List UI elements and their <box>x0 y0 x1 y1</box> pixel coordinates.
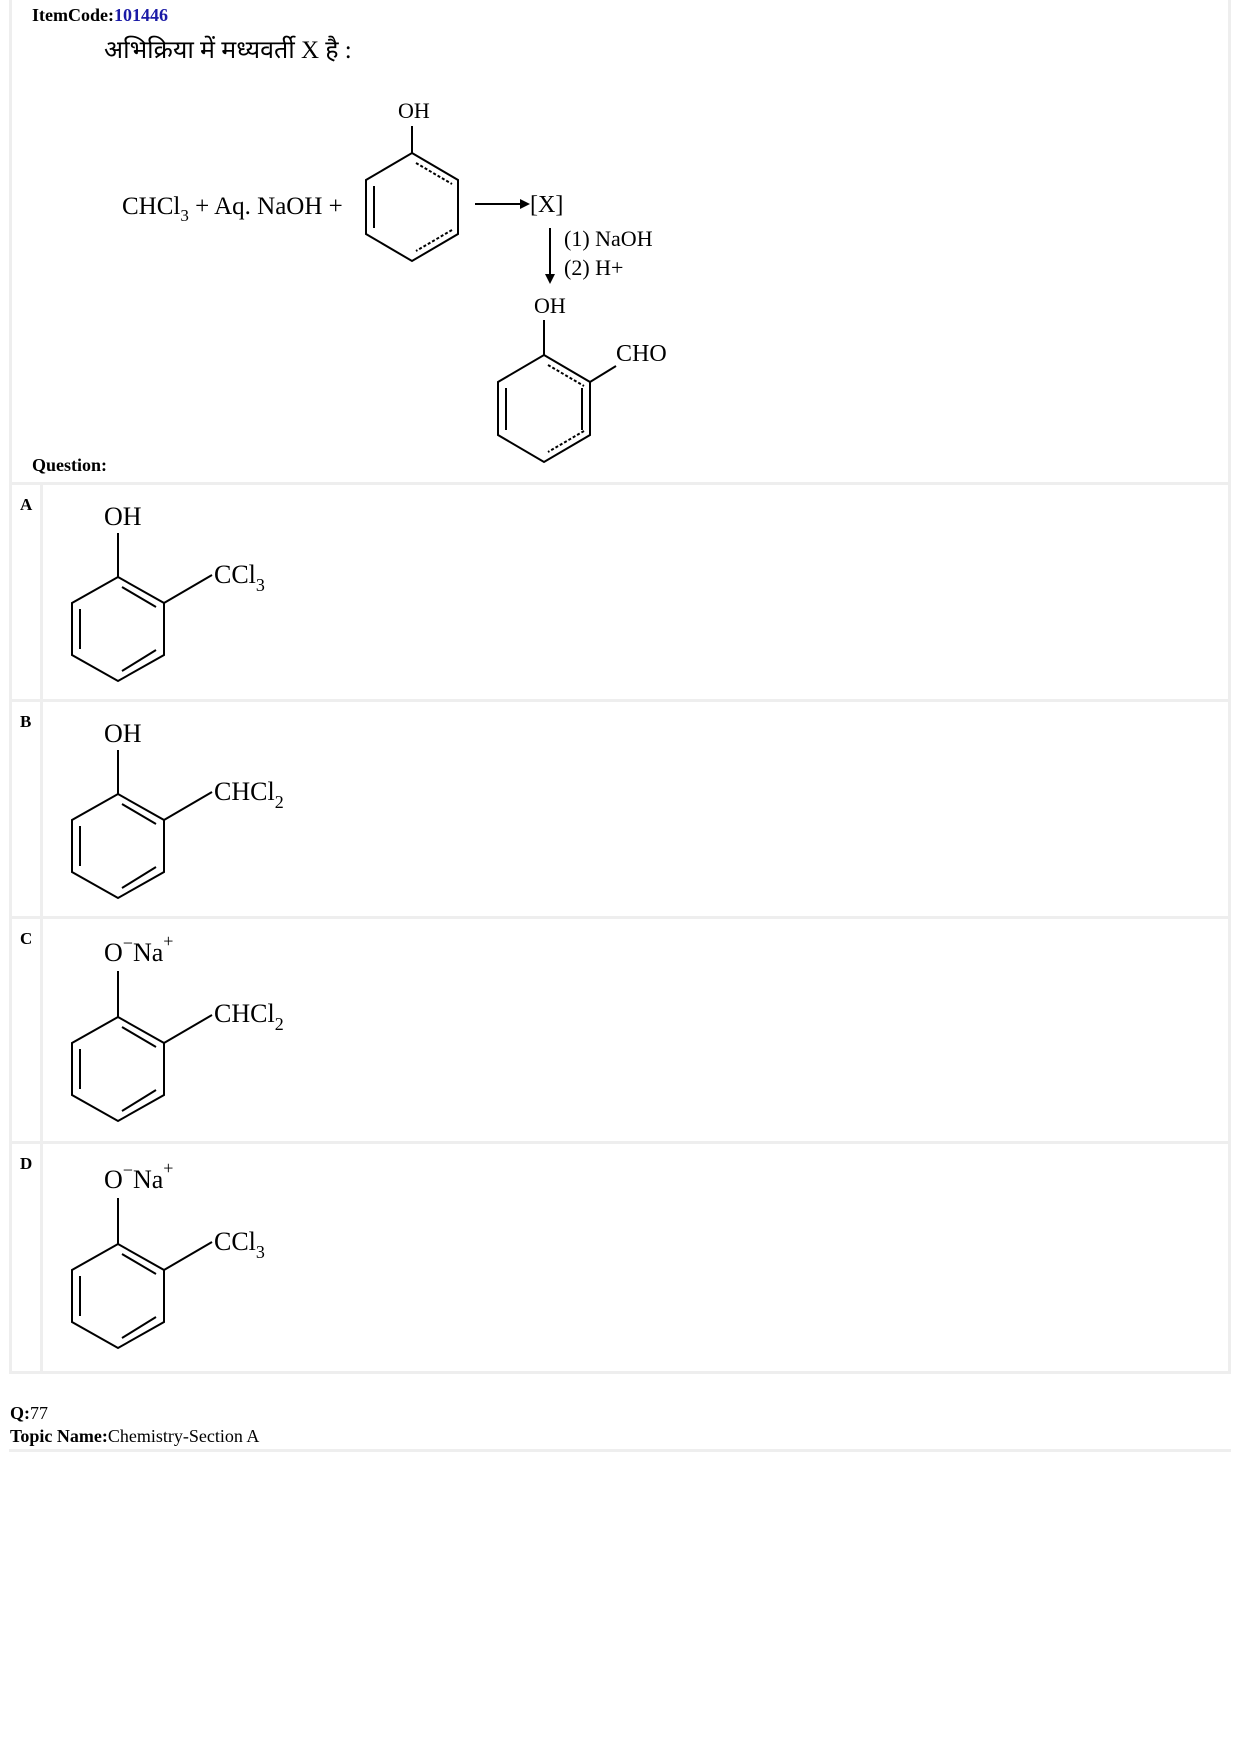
option-side-group: CHCl2 <box>214 999 284 1034</box>
down-arrow <box>545 228 555 284</box>
side-main: CHCl <box>214 777 275 806</box>
top-charge-plus: + <box>163 1158 173 1178</box>
option-divider <box>40 919 43 1141</box>
product-oh: OH <box>534 293 566 318</box>
option-d-structure: O−Na+ CCl3 <box>71 1158 265 1350</box>
top-na: Na <box>133 1165 164 1194</box>
top-o: O <box>104 1165 123 1194</box>
product-structure <box>497 320 617 464</box>
top-na: Na <box>133 938 164 967</box>
side-main: CCl <box>214 1227 256 1256</box>
topic-name: Topic Name:Chemistry-Section A <box>10 1426 259 1447</box>
option-top-group: O−Na+ <box>104 1158 173 1194</box>
reagent-rest: + Aq. NaOH + <box>189 193 343 220</box>
option-side-group: CCl3 <box>214 1227 265 1262</box>
question-card: ItemCode:101446 अभिक्रिया में मध्यवर्ती … <box>9 0 1231 1374</box>
option-divider <box>40 485 43 699</box>
option-letter: C <box>20 929 33 948</box>
reagents-text: CHCl3 + Aq. NaOH + <box>122 193 343 225</box>
question-number: Q:77 <box>10 1403 48 1424</box>
option-d[interactable]: D O−Na+ CCl3 <box>12 1141 1230 1374</box>
reagent-chcl: CHCl <box>122 193 180 220</box>
phenol-structure <box>365 126 459 263</box>
option-c-structure: O−Na+ CHCl2 <box>71 931 284 1123</box>
reagent-sub: 3 <box>180 206 189 225</box>
item-code-label: ItemCode: <box>32 5 114 25</box>
option-a[interactable]: A OH CCl3 <box>12 482 1230 699</box>
product-cho: CHO <box>616 341 667 367</box>
benzene-ring <box>71 971 213 1123</box>
option-letter: A <box>20 495 33 514</box>
step-1: (1) NaOH <box>564 226 653 251</box>
item-code-value: 101446 <box>113 5 168 25</box>
reaction-arrow <box>475 199 530 209</box>
option-b-structure: OH CHCl2 <box>71 719 284 900</box>
side-sub: 2 <box>275 792 284 812</box>
topic-value: Chemistry-Section A <box>107 1426 260 1446</box>
benzene-ring <box>71 1198 213 1350</box>
phenol-oh: OH <box>398 98 430 123</box>
question-label: Question: <box>32 455 108 475</box>
option-c[interactable]: C O−Na+ CHCl2 <box>12 916 1230 1141</box>
top-charge-plus: + <box>163 931 173 951</box>
option-top-group: OH <box>104 502 142 531</box>
footer-divider <box>9 1449 1231 1452</box>
question-instruction: अभिक्रिया में मध्यवर्ती X है : <box>104 35 352 64</box>
side-sub: 2 <box>275 1014 284 1034</box>
option-side-group: CHCl2 <box>214 777 284 812</box>
topic-label: Topic Name: <box>10 1426 108 1446</box>
option-top-group: OH <box>104 719 142 748</box>
option-divider <box>40 1144 43 1371</box>
item-code: ItemCode:101446 <box>32 5 168 26</box>
q-value: 77 <box>30 1403 48 1423</box>
side-main: CCl <box>214 560 256 589</box>
side-main: CHCl <box>214 999 275 1028</box>
benzene-ring <box>71 533 213 683</box>
intermediate-x: [X] <box>530 192 563 218</box>
option-top-group: O−Na+ <box>104 931 173 967</box>
option-b[interactable]: B OH CHCl2 <box>12 699 1230 916</box>
option-side-group: CCl3 <box>214 560 265 595</box>
q-label: Q: <box>10 1403 30 1423</box>
top-o: O <box>104 938 123 967</box>
option-divider <box>40 702 43 916</box>
option-a-structure: OH CCl3 <box>71 502 265 683</box>
top-charge-minus: − <box>123 933 133 953</box>
side-sub: 3 <box>256 575 265 595</box>
benzene-ring <box>71 750 213 900</box>
option-letter: B <box>20 712 32 731</box>
option-letter: D <box>20 1154 33 1173</box>
side-sub: 3 <box>256 1242 265 1262</box>
step-2: (2) H+ <box>564 255 623 280</box>
reaction-scheme: अभिक्रिया में मध्यवर्ती X है : CHCl3 + A… <box>104 35 667 464</box>
top-charge-minus: − <box>123 1160 133 1180</box>
